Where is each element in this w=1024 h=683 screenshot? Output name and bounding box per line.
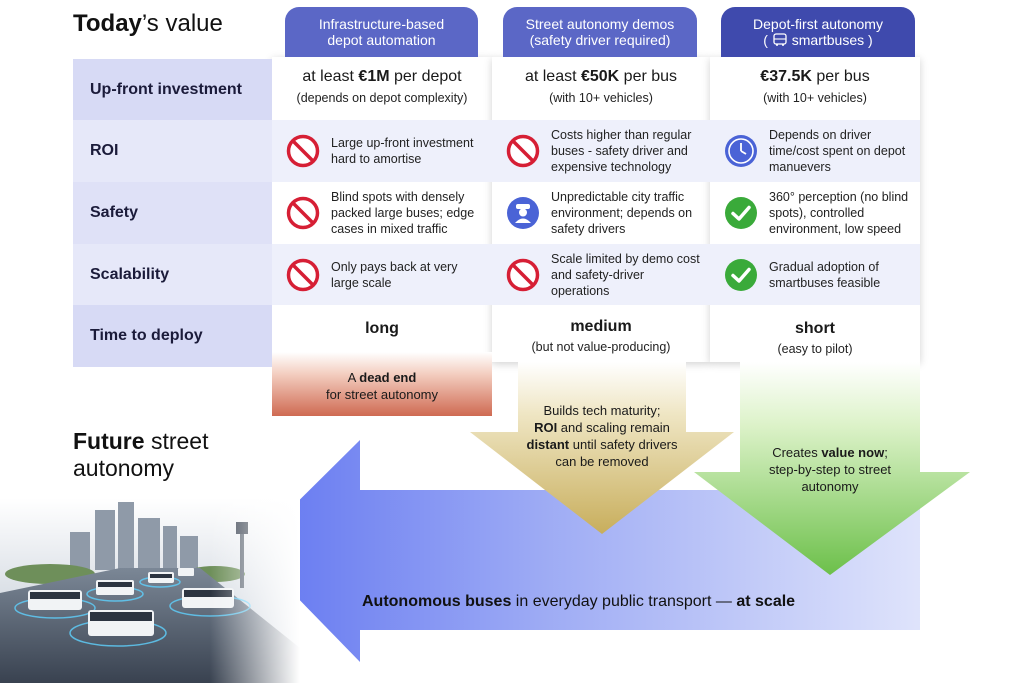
no-entry-icon xyxy=(506,258,540,291)
checkmark-icon xyxy=(725,197,757,229)
column-header-demos: Street autonomy demos(safety driver requ… xyxy=(503,7,697,57)
no-entry-icon xyxy=(286,196,320,230)
checkmark-icon xyxy=(725,258,757,291)
no-entry-icon xyxy=(286,134,320,168)
demos-arrow-text: Builds tech maturity; ROI and scaling re… xyxy=(526,403,678,469)
future-heading: Future street autonomy xyxy=(73,428,209,481)
row-label-investment: Up-front investment xyxy=(73,59,272,120)
row-label-scalability: Scalability xyxy=(73,244,272,305)
safety-driver-icon xyxy=(507,197,539,229)
bottom-arrow-text: Autonomous buses in everyday public tran… xyxy=(362,593,796,610)
row-label-deploy: Time to deploy xyxy=(73,305,272,367)
roi-depot: Depends on driver time/cost spent on dep… xyxy=(710,120,920,182)
roi-demos: Costs higher than regular buses - safety… xyxy=(492,120,710,182)
clock-icon xyxy=(725,135,757,167)
no-entry-icon xyxy=(506,134,540,168)
demos-arrow xyxy=(470,362,734,534)
roi-infra: Large up-front investment hard to amorti… xyxy=(272,120,492,182)
deploy-infra: long xyxy=(365,320,399,337)
investment-demos: at least €50K per bus (with 10+ vehicles… xyxy=(524,68,678,105)
investment-depot: €37.5K per bus (with 10+ vehicles) xyxy=(760,68,870,105)
row-roi-band xyxy=(272,120,920,182)
no-entry-icon xyxy=(286,258,320,291)
scalability-depot: Gradual adoption of smartbuses feasible xyxy=(710,244,920,305)
depot-first-arrow-text: Creates value now; step-by-step to stree… xyxy=(768,445,892,494)
dead-end-box: A dead end for street autonomy xyxy=(272,352,492,416)
bus-icon xyxy=(773,33,787,46)
page-title: Today’s value xyxy=(73,10,223,37)
row-scalability-band xyxy=(272,244,920,305)
row-label-roi: ROI xyxy=(73,120,272,182)
row-label-safety: Safety xyxy=(73,182,272,244)
investment-infra: at least €1M per depot (depends on depot… xyxy=(296,68,468,105)
deploy-depot: short (easy to pilot) xyxy=(777,320,853,356)
scalability-infra: Only pays back at very large scale xyxy=(272,244,492,305)
column-header-depot: Depot-first autonomy ( smartbuses ) xyxy=(721,7,915,57)
safety-depot: 360° perception (no blind spots), contro… xyxy=(710,182,920,244)
scalability-demos: Scale limited by demo cost and safety-dr… xyxy=(492,244,710,305)
safety-demos: Unpredictable city traffic environment; … xyxy=(492,182,710,244)
city-buses-image xyxy=(0,498,300,683)
depot-first-arrow xyxy=(694,362,970,575)
safety-infra: Blind spots with densely packed large bu… xyxy=(272,182,492,244)
deploy-demos: medium (but not value-producing) xyxy=(531,318,671,354)
